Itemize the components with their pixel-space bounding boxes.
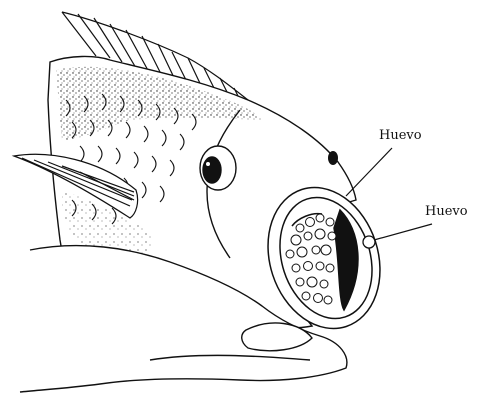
leader-line-egg-at-lip bbox=[374, 224, 432, 240]
label-huevo-mouth: Huevo bbox=[379, 128, 422, 143]
label-huevo-lip: Huevo bbox=[425, 204, 468, 219]
leader-line-egg-in-mouth bbox=[346, 148, 392, 196]
fish-eye bbox=[200, 146, 236, 190]
egg-at-lip bbox=[363, 236, 375, 248]
nostril bbox=[328, 151, 338, 165]
